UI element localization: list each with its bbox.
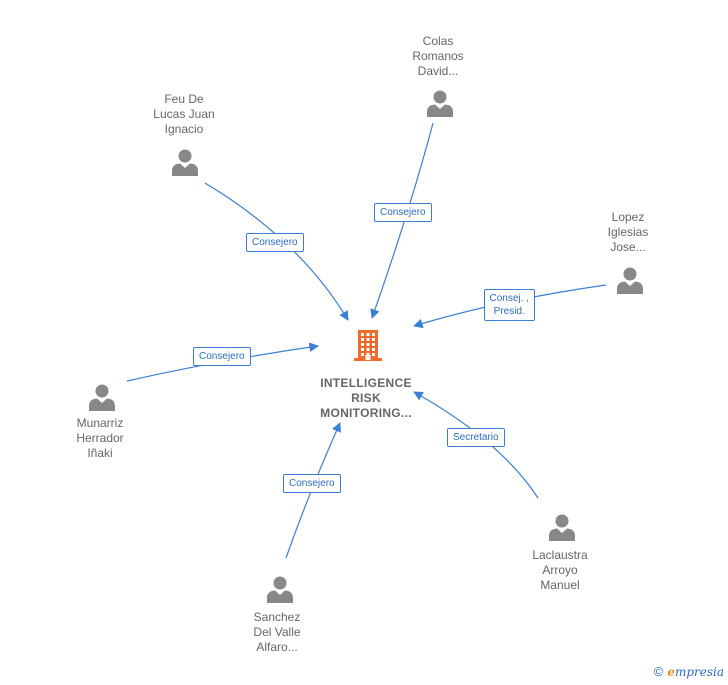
brand-logo-e: e — [667, 665, 675, 679]
brand-logo-text: mpresia — [674, 665, 724, 679]
edge-label-lopez[interactable]: Consej. , Presid. — [483, 289, 535, 321]
person-name-line: Romanos — [412, 49, 464, 63]
person-name-line: Colas — [422, 34, 454, 48]
footer-brand: ©empresia — [654, 664, 724, 679]
person-name-line: Feu De — [164, 92, 204, 106]
edge-label-line: Consejero — [252, 236, 298, 248]
person-name-line: Herrador — [76, 431, 124, 445]
edge-label-line: Consejero — [199, 350, 245, 362]
edge-label-laclaustra[interactable]: Secretario — [447, 427, 505, 447]
person-icon[interactable] — [170, 147, 200, 177]
edge-label-colas[interactable]: Consejero — [374, 202, 432, 222]
person-name-line: Laclaustra — [532, 548, 588, 562]
person-name-line: Sanchez — [253, 610, 301, 624]
person-name-line: Lopez — [611, 210, 645, 224]
copyright-symbol: © — [653, 664, 664, 679]
edge-label-line: Secretario — [453, 431, 499, 443]
edge-label-sanchez[interactable]: Consejero — [283, 473, 341, 493]
edge-label-feu[interactable]: Consejero — [246, 232, 304, 252]
person-icon[interactable] — [615, 265, 645, 295]
person-name-line: David... — [417, 64, 459, 78]
company-name-line: INTELLIGENCE — [320, 376, 412, 390]
person-name-line: Arroyo — [542, 563, 578, 577]
company-name-line: MONITORING... — [320, 406, 412, 420]
person-name-line: Munarriz — [76, 416, 124, 430]
person-name-line: Manuel — [540, 578, 580, 592]
edge-label-line: Consej. , — [489, 293, 529, 304]
person-name-line: Iglesias — [607, 225, 649, 239]
edge-label-line: Presid. — [493, 306, 525, 317]
building-icon[interactable] — [353, 328, 383, 362]
person-name-line: Alfaro... — [256, 640, 298, 654]
person-name-line: Del Valle — [253, 625, 301, 639]
person-icon[interactable] — [265, 574, 295, 604]
company-name-line: RISK — [351, 391, 381, 405]
edge-label-munarriz[interactable]: Consejero — [193, 346, 251, 366]
person-name-line: Ignacio — [164, 122, 204, 136]
person-icon[interactable] — [425, 88, 455, 118]
edge-label-line: Consejero — [289, 477, 335, 489]
person-name-line: Lucas Juan — [153, 107, 215, 121]
edge-label-line: Consejero — [380, 206, 426, 218]
edge-feu — [204, 182, 349, 321]
person-name-line: Jose... — [610, 240, 646, 254]
person-icon[interactable] — [547, 512, 577, 542]
person-icon[interactable] — [87, 382, 117, 412]
person-name-line: Iñaki — [87, 446, 113, 460]
